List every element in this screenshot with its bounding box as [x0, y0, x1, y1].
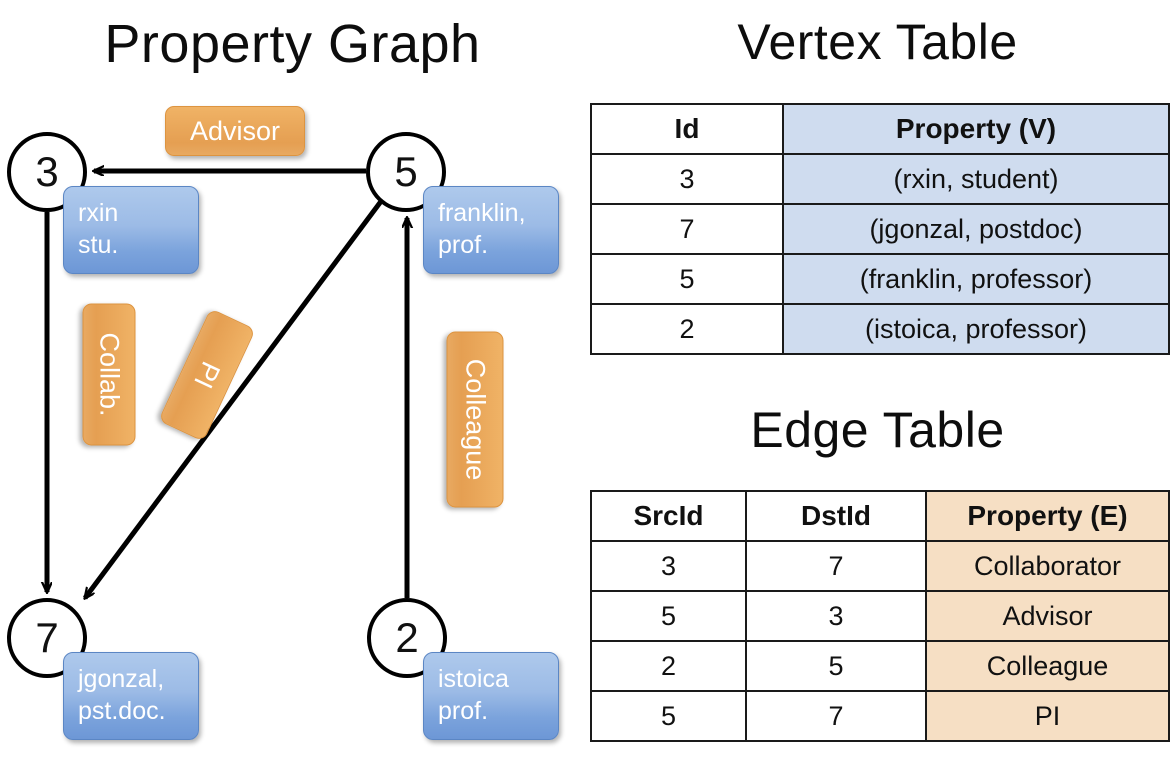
- table-row: 7 (jgonzal, postdoc): [590, 203, 1170, 255]
- vertex-property-box-3-line2: stu.: [78, 231, 119, 259]
- table-row: 2 (istoica, professor): [590, 303, 1170, 355]
- edge-cell-dst: 3: [745, 590, 927, 642]
- edge-cell-property: Colleague: [925, 640, 1170, 692]
- edge-label-colleague: Colleague: [446, 331, 504, 508]
- graph-edges-layer: [0, 0, 585, 760]
- vertex-property-box-7: jgonzal, pst.doc.: [63, 652, 199, 740]
- table-row: 5 (franklin, professor): [590, 253, 1170, 305]
- graph-node-2[interactable]: 2: [367, 598, 447, 678]
- edge-cell-property: Advisor: [925, 590, 1170, 642]
- graph-node-5[interactable]: 5: [366, 132, 446, 212]
- property-graph-diagram: 3 5 7 2 rxin stu. franklin, prof. jgonza…: [0, 0, 585, 760]
- graph-node-5-label: 5: [394, 148, 418, 195]
- edge-cell-property: Collaborator: [925, 540, 1170, 592]
- vertex-property-box-2-line1: istoica: [438, 665, 509, 693]
- vertex-property-box-3-line1: rxin: [78, 199, 119, 227]
- edge-cell-src: 2: [590, 640, 747, 692]
- vertex-property-box-5-line2: prof.: [438, 231, 489, 259]
- page-title-vertex-table: Vertex Table: [737, 14, 1018, 70]
- edge-label-advisor: Advisor: [165, 106, 305, 156]
- edge-table-header-property: Property (E): [925, 490, 1170, 542]
- vertex-cell-id: 3: [590, 153, 784, 205]
- vertex-cell-property: (jgonzal, postdoc): [782, 203, 1170, 255]
- vertex-property-box-7-line1: jgonzal,: [78, 665, 165, 693]
- vertex-cell-id: 7: [590, 203, 784, 255]
- table-row: 2 5 Colleague: [590, 640, 1170, 692]
- vertex-cell-id: 5: [590, 253, 784, 305]
- edge-table-header-row: SrcId DstId Property (E): [590, 490, 1170, 542]
- graph-node-3-label: 3: [35, 148, 59, 195]
- edge-cell-dst: 5: [745, 640, 927, 692]
- vertex-table: Id Property (V) 3 (rxin, student) 7 (jgo…: [590, 103, 1170, 355]
- graph-node-7-label: 7: [35, 614, 59, 661]
- page-title-property-graph: Property Graph: [104, 14, 481, 74]
- edge-table-header-dstid: DstId: [745, 490, 927, 542]
- table-row: 3 (rxin, student): [590, 153, 1170, 205]
- edge-table-header-srcid: SrcId: [590, 490, 747, 542]
- edge-label-collab: Collab.: [82, 303, 136, 446]
- vertex-cell-property: (franklin, professor): [782, 253, 1170, 305]
- table-row: 3 7 Collaborator: [590, 540, 1170, 592]
- vertex-property-box-3: rxin stu.: [63, 186, 199, 274]
- vertex-property-box-2-line2: prof.: [438, 697, 489, 725]
- edge-5-to-7-pi: [82, 198, 385, 598]
- vertex-property-box-7-line2: pst.doc.: [78, 697, 166, 725]
- table-row: 5 7 PI: [590, 690, 1170, 742]
- edge-cell-dst: 7: [745, 540, 927, 592]
- edge-table: SrcId DstId Property (E) 3 7 Collaborato…: [590, 490, 1170, 742]
- vertex-cell-id: 2: [590, 303, 784, 355]
- page-title-edge-table: Edge Table: [750, 402, 1005, 458]
- edge-cell-src: 5: [590, 590, 747, 642]
- vertex-property-box-2: istoica prof.: [423, 652, 559, 740]
- vertex-table-header-row: Id Property (V): [590, 103, 1170, 155]
- graph-node-2-label: 2: [395, 614, 419, 661]
- vertex-table-header-id: Id: [590, 103, 784, 155]
- vertex-table-header-property: Property (V): [782, 103, 1170, 155]
- edge-cell-dst: 7: [745, 690, 927, 742]
- edge-cell-src: 5: [590, 690, 747, 742]
- vertex-property-box-5: franklin, prof.: [423, 186, 559, 274]
- vertex-cell-property: (istoica, professor): [782, 303, 1170, 355]
- edge-cell-property: PI: [925, 690, 1170, 742]
- vertex-cell-property: (rxin, student): [782, 153, 1170, 205]
- edge-cell-src: 3: [590, 540, 747, 592]
- table-row: 5 3 Advisor: [590, 590, 1170, 642]
- vertex-property-box-5-line1: franklin,: [438, 199, 526, 227]
